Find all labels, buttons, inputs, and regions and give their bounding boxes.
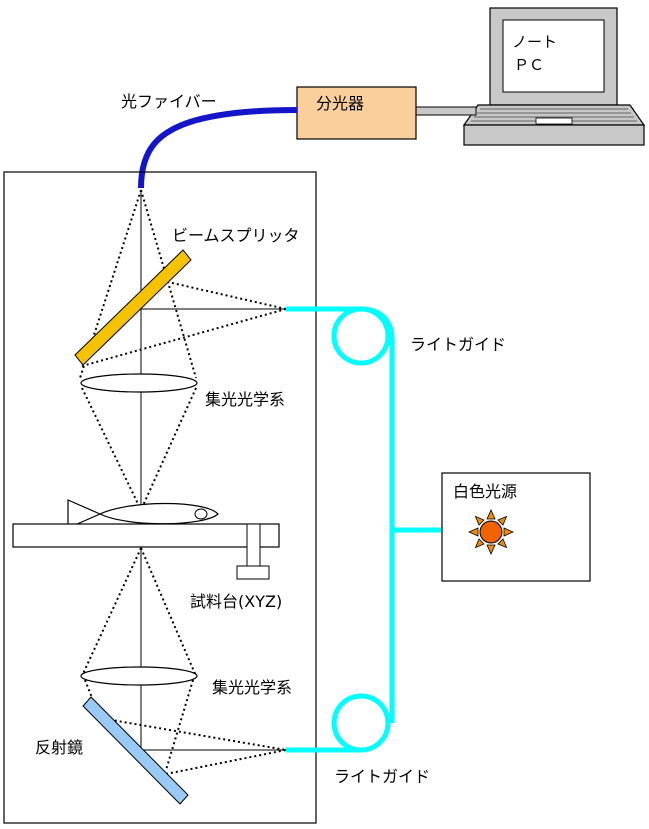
microscope-enclosure xyxy=(3,171,317,824)
top-condenser-label: 集光光学系 xyxy=(205,390,285,409)
stage-actuator-base xyxy=(236,565,270,580)
pc-screen xyxy=(502,19,605,93)
fish-tail xyxy=(67,499,102,529)
pc-label-line2: ＰＣ xyxy=(514,56,544,74)
top-light-rays xyxy=(79,189,287,511)
light-guide-top-label: ライトガイド xyxy=(410,335,506,354)
pc-label-line1: ノート xyxy=(512,33,557,51)
optical-fiber xyxy=(138,107,298,189)
bottom-condenser-label: 集光光学系 xyxy=(212,678,292,697)
white-light-source-box xyxy=(441,472,591,582)
light-guide xyxy=(286,306,442,753)
stage-actuator-column xyxy=(246,523,261,570)
spectrometer-box xyxy=(296,86,417,140)
white-light-source-label: 白色光源 xyxy=(453,482,517,501)
sample-stage xyxy=(12,523,280,548)
beam-splitter xyxy=(74,249,192,366)
notebook-pc: ノート ＰＣ xyxy=(462,7,646,146)
fish-body xyxy=(98,502,219,525)
light-guide-top xyxy=(286,306,395,530)
stage-label: 試料台(XYZ) xyxy=(190,592,282,611)
spectrometer-pc-cable xyxy=(415,106,477,116)
light-guide-bottom xyxy=(286,530,395,753)
fiber-label: 光ファイバー xyxy=(121,92,217,111)
beam-splitter-label: ビームスプリッタ xyxy=(172,226,300,245)
pc-base xyxy=(463,124,645,146)
sample-fish xyxy=(67,499,219,529)
top-condenser-lens xyxy=(80,373,198,393)
light-guide-bottom-label: ライトガイド xyxy=(334,767,430,786)
bottom-condenser-lens xyxy=(80,666,198,686)
bottom-light-rays xyxy=(81,547,287,775)
mirror-label: 反射鏡 xyxy=(35,738,83,757)
pc-touchpad xyxy=(535,117,573,125)
fish-eye xyxy=(194,508,208,520)
reflecting-mirror xyxy=(82,696,189,805)
lamp-icon xyxy=(468,509,514,555)
spectrometer-label: 分光器 xyxy=(316,94,364,113)
